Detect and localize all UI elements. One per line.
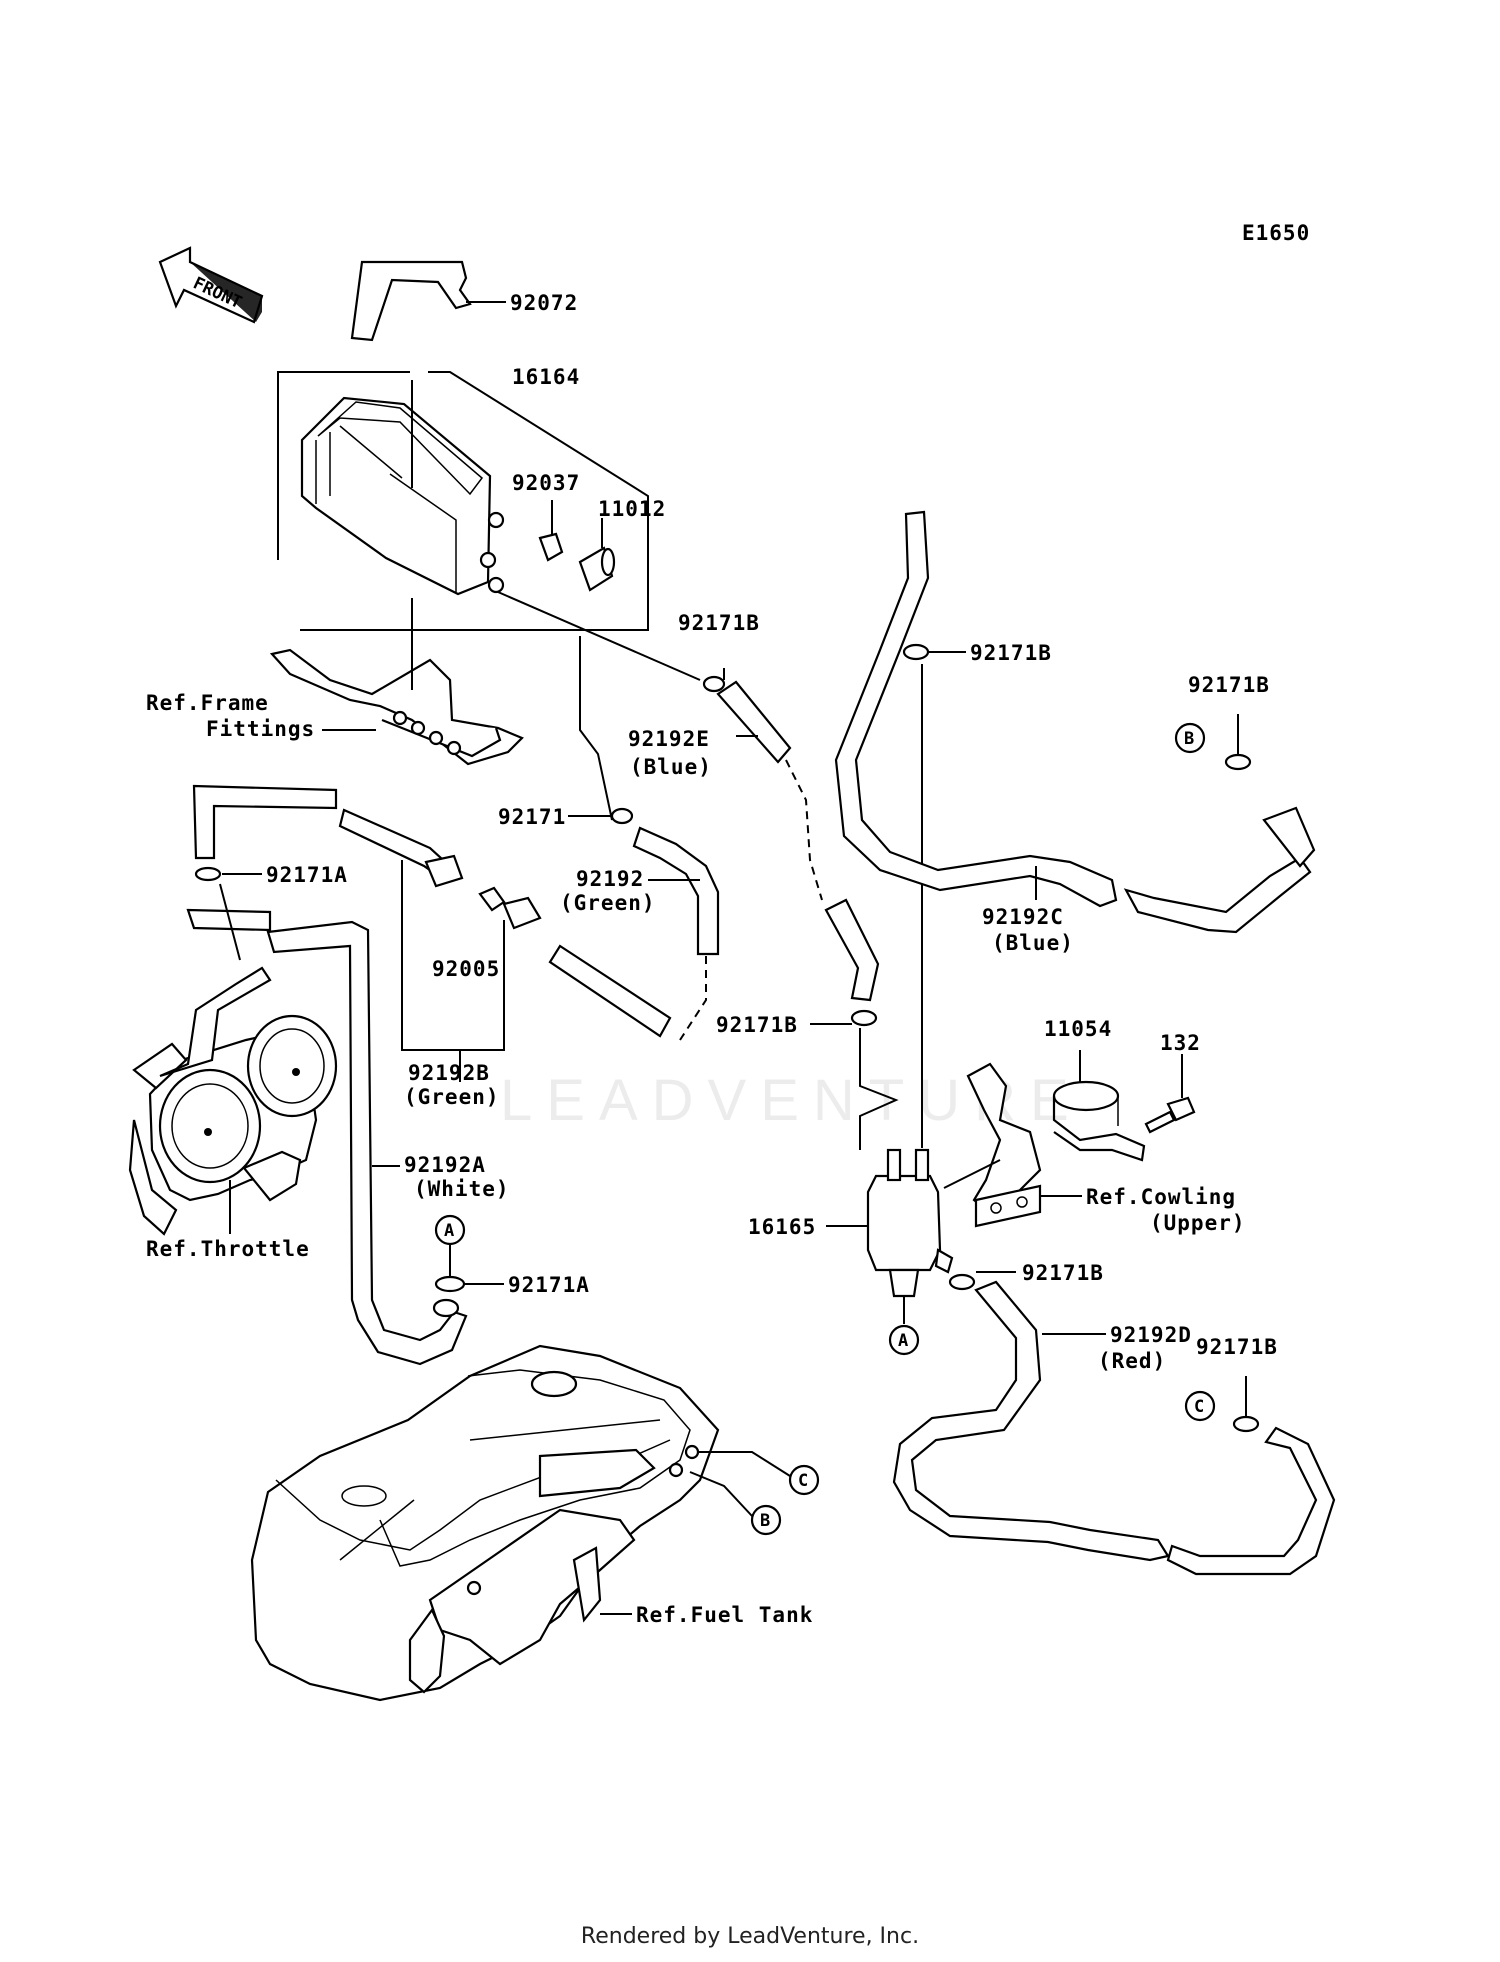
label-92192A: 92192A [404, 1153, 486, 1177]
strap-92072 [350, 260, 472, 342]
label-92171A-bottom: 92171A [508, 1273, 590, 1297]
callout-c2: C [798, 1471, 808, 1491]
clamp-92037 [538, 532, 564, 562]
label-92171B-d: 92171B [1188, 673, 1270, 697]
clamp-92171A-bottom [434, 1275, 466, 1293]
label-ref-throttle: Ref.Throttle [146, 1237, 310, 1261]
label-132: 132 [1160, 1031, 1201, 1055]
label-92037: 92037 [512, 471, 580, 495]
label-92192D-color: (Red) [1098, 1349, 1166, 1373]
front-arrow-icon: FRONT [158, 246, 264, 324]
callout-c1: C [1194, 1397, 1204, 1417]
band-11054 [1052, 1080, 1146, 1162]
label-92005: 92005 [432, 957, 500, 981]
footer-text: Rendered by LeadVenture, Inc. [580, 1924, 920, 1949]
callout-b1: B [1184, 729, 1194, 749]
diagram-code: E1650 [1242, 221, 1310, 245]
hose-92192C [834, 510, 1316, 934]
hose-92192A [266, 920, 468, 1366]
label-92192A-color: (White) [414, 1177, 510, 1201]
label-16164: 16164 [512, 365, 580, 389]
cap-11012 [578, 546, 616, 592]
hose-92192D [892, 1280, 1336, 1576]
label-92171: 92171 [498, 805, 566, 829]
label-92192-color: (Green) [560, 891, 656, 915]
frame-fittings-bracket [269, 648, 524, 766]
label-92171B-f: 92171B [1196, 1335, 1278, 1359]
label-ref-cowling: Ref.Cowling [1086, 1185, 1236, 1209]
callout-a2: A [898, 1331, 908, 1351]
hose-92192E [716, 680, 792, 764]
hose-92192B [192, 784, 672, 1038]
clamp-92171A-top [194, 866, 222, 882]
label-92171B-c: 92171B [716, 1013, 798, 1037]
label-92192C: 92192C [982, 905, 1064, 929]
label-92171B-b: 92171B [970, 641, 1052, 665]
callout-b2: B [760, 1511, 770, 1531]
callout-a1: A [444, 1221, 454, 1241]
clamp-92171B-e [948, 1273, 976, 1291]
label-ref-cowling-upper: (Upper) [1150, 1211, 1246, 1235]
clamp-92171B-f [1232, 1415, 1260, 1433]
label-92171B-e: 92171B [1022, 1261, 1104, 1285]
label-92192: 92192 [576, 867, 644, 891]
clamp-92171B-a [702, 675, 726, 693]
label-11054: 11054 [1044, 1017, 1112, 1041]
fuel-filter-16165 [866, 1148, 954, 1298]
label-92072: 92072 [510, 291, 578, 315]
clamp-92171B-d [1224, 753, 1252, 771]
label-92192C-color: (Blue) [992, 931, 1074, 955]
label-16165: 16165 [748, 1215, 816, 1239]
clamp-92171B-b [902, 643, 930, 661]
label-92192E-color: (Blue) [630, 755, 712, 779]
label-ref-fuel-tank: Ref.Fuel Tank [636, 1603, 813, 1627]
fuel-tank [250, 1344, 720, 1702]
label-ref-frame: Ref.Frame [146, 691, 269, 715]
hose-92192 [632, 826, 720, 956]
canister-16164 [300, 396, 505, 596]
label-ref-frame-fittings: Fittings [206, 717, 315, 741]
bolt-132 [1144, 1096, 1196, 1134]
throttle-body [128, 1014, 338, 1236]
clamp-92171 [610, 807, 634, 825]
cowling-bracket [966, 1062, 1042, 1228]
label-92192D: 92192D [1110, 1323, 1192, 1347]
label-11012: 11012 [598, 497, 666, 521]
label-92171B-a: 92171B [678, 611, 760, 635]
label-92192B-color: (Green) [404, 1085, 500, 1109]
label-92192B: 92192B [408, 1061, 490, 1085]
label-92192E: 92192E [628, 727, 710, 751]
label-92171A-top: 92171A [266, 863, 348, 887]
clamp-92171B-c [850, 1009, 878, 1027]
